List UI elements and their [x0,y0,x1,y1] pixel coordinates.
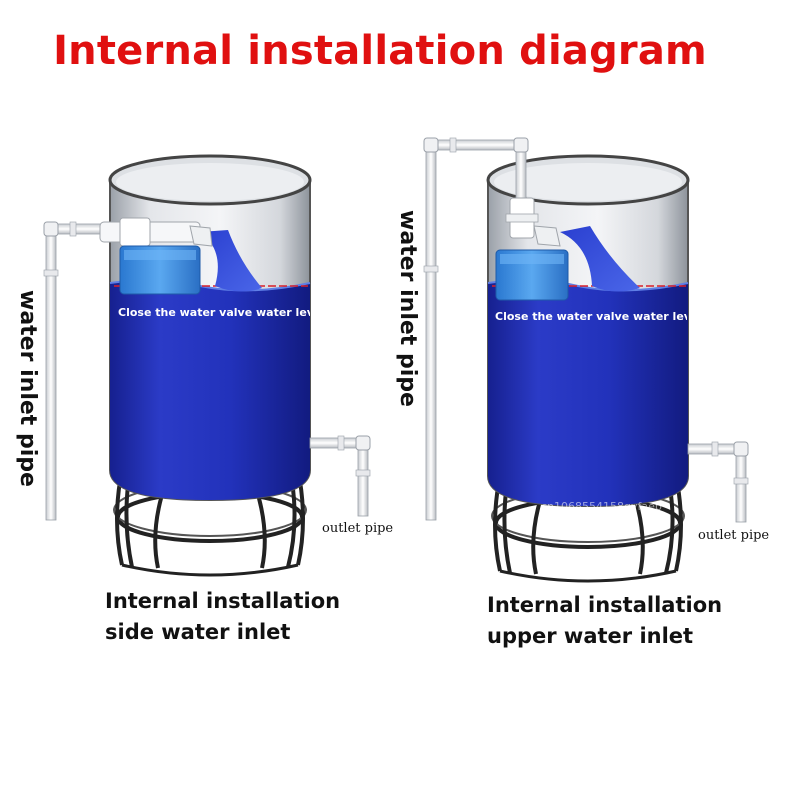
left-water-jet [200,230,262,292]
right-water-level-label: Close the water valve water leve [495,310,687,323]
left-tank [43,154,371,577]
right-outlet-pipe-label: outlet pipe [698,528,770,543]
right-caption-line1: Internal installation [487,593,723,617]
left-outlet-pipe [309,435,371,517]
right-float-valve [495,197,569,301]
left-inlet-pipe-label: water inlet pipe [15,290,40,487]
right-water-jet [560,226,640,292]
right-inlet-pipe-label: water inlet pipe [395,210,420,407]
left-tank-water [110,280,310,500]
left-inlet-pipe [43,221,107,521]
right-caption: Internal installation upper water inlet [487,590,722,652]
right-outlet-pipe [687,441,749,523]
left-caption-line1: Internal installation [105,589,341,613]
left-water-level-label: Close the water valve water leve [118,306,310,319]
left-caption-line2: side water inlet [105,620,291,644]
watermark: cn1068554158gyfaeb [541,500,662,513]
diagram-title: Internal installation diagram [53,28,707,74]
right-caption-line2: upper water inlet [487,624,694,648]
right-tank-water [488,280,688,506]
left-caption: Internal installation side water inlet [105,586,340,648]
left-float-valve [99,217,213,295]
left-outlet-pipe-label: outlet pipe [322,521,394,536]
right-tank [423,137,749,583]
